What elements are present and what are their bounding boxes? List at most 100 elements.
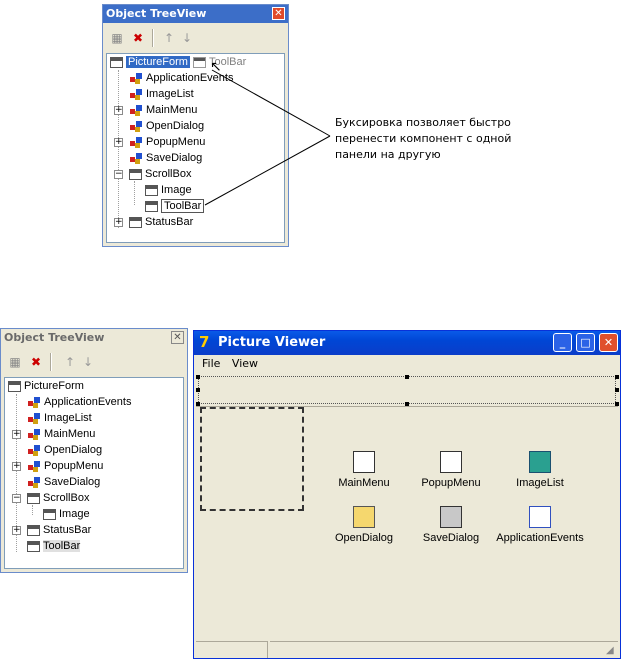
image-placeholder[interactable] bbox=[200, 407, 304, 511]
selection-handle[interactable] bbox=[615, 388, 619, 392]
image-list-icon bbox=[529, 451, 551, 473]
collapse-icon[interactable]: − bbox=[114, 169, 123, 179]
tree-node-popupmenu[interactable]: PopupMenu bbox=[27, 458, 103, 474]
component-icon bbox=[129, 120, 143, 133]
component-savedialog[interactable]: SaveDialog bbox=[416, 506, 486, 544]
tree-node-mainmenu[interactable]: MainMenu bbox=[27, 426, 95, 442]
toolbar-icon bbox=[193, 56, 206, 68]
selection-handle[interactable] bbox=[405, 402, 409, 406]
move-up-icon[interactable]: ↑ bbox=[64, 355, 76, 369]
selection-handle[interactable] bbox=[196, 375, 200, 379]
main-menu-icon bbox=[353, 451, 375, 473]
expand-icon[interactable]: + bbox=[12, 429, 21, 439]
tree-node-pictureform[interactable]: PictureForm bbox=[110, 54, 190, 70]
tree-node-toolbar-drop-target[interactable]: ToolBar bbox=[145, 198, 205, 214]
component-mainmenu[interactable]: MainMenu bbox=[329, 451, 399, 489]
tree-node-statusbar[interactable]: StatusBar bbox=[129, 214, 193, 230]
move-down-icon[interactable]: ↓ bbox=[181, 31, 193, 45]
window-title: Picture Viewer bbox=[194, 331, 620, 355]
component-popupmenu[interactable]: PopupMenu bbox=[416, 451, 486, 489]
tree-node-imagelist[interactable]: ImageList bbox=[27, 410, 92, 426]
component-tree[interactable]: PictureForm ApplicationEvents ImageList … bbox=[4, 377, 184, 569]
treeview-toolbar: ▦ ✖ ↑ ↓ bbox=[105, 26, 286, 50]
component-tree[interactable]: PictureForm ToolBar ↖ ApplicationEvents … bbox=[106, 53, 285, 243]
treeview-toolbar: ▦ ✖ ↑ ↓ bbox=[3, 350, 185, 374]
component-icon bbox=[129, 152, 143, 165]
status-bar-panel-2 bbox=[270, 641, 618, 658]
component-label: PopupMenu bbox=[421, 477, 481, 489]
component-label: OpenDialog bbox=[334, 532, 394, 544]
expand-icon[interactable]: + bbox=[114, 217, 123, 227]
component-opendialog[interactable]: OpenDialog bbox=[329, 506, 399, 544]
delete-component-icon[interactable]: ✖ bbox=[132, 31, 144, 45]
drag-cursor-icon: ↖ bbox=[210, 59, 222, 75]
tree-node-pictureform[interactable]: PictureForm bbox=[8, 378, 84, 394]
popup-menu-icon bbox=[440, 451, 462, 473]
tree-connector bbox=[32, 505, 33, 515]
tree-node-imagelist[interactable]: ImageList bbox=[129, 86, 194, 102]
tree-connector bbox=[16, 394, 17, 552]
tree-node-savedialog[interactable]: SaveDialog bbox=[129, 150, 202, 166]
image-icon bbox=[43, 508, 56, 520]
tree-node-applicationevents[interactable]: ApplicationEvents bbox=[129, 70, 233, 86]
object-treeview-panel-top: Object TreeView ✕ ▦ ✖ ↑ ↓ PictureForm To… bbox=[102, 4, 289, 247]
callout-text: Буксировка позволяет быстро перенести ко… bbox=[335, 116, 512, 161]
tree-node-popupmenu[interactable]: PopupMenu bbox=[129, 134, 205, 150]
close-icon[interactable]: ✕ bbox=[171, 331, 184, 344]
delete-component-icon[interactable]: ✖ bbox=[30, 355, 42, 369]
tree-node-statusbar[interactable]: StatusBar bbox=[27, 522, 91, 538]
tree-node-scrollbox[interactable]: ScrollBox bbox=[27, 490, 89, 506]
expand-icon[interactable]: + bbox=[12, 525, 21, 535]
new-component-icon[interactable]: ▦ bbox=[9, 355, 21, 369]
selection-handle[interactable] bbox=[196, 388, 200, 392]
selection-handle[interactable] bbox=[405, 375, 409, 379]
tree-node-mainmenu[interactable]: MainMenu bbox=[129, 102, 197, 118]
statusbar-icon bbox=[129, 216, 142, 228]
callout-lines bbox=[204, 69, 331, 206]
tree-node-applicationevents[interactable]: ApplicationEvents bbox=[27, 394, 131, 410]
tree-node-opendialog[interactable]: OpenDialog bbox=[129, 118, 204, 134]
expand-icon[interactable]: + bbox=[12, 461, 21, 471]
statusbar-icon bbox=[27, 524, 40, 536]
component-icon bbox=[27, 428, 41, 441]
toolbar-region[interactable] bbox=[198, 376, 616, 404]
collapse-icon[interactable]: − bbox=[12, 493, 21, 503]
tree-connector bbox=[118, 70, 119, 228]
move-down-icon[interactable]: ↓ bbox=[82, 355, 94, 369]
tree-node-toolbar-dragged[interactable]: ToolBar bbox=[193, 54, 246, 70]
tree-node-opendialog[interactable]: OpenDialog bbox=[27, 442, 102, 458]
close-window-icon[interactable]: ✕ bbox=[599, 333, 618, 352]
tree-node-image[interactable]: Image bbox=[43, 506, 90, 522]
move-up-icon[interactable]: ↑ bbox=[163, 31, 175, 45]
image-icon bbox=[145, 184, 158, 196]
tree-node-image[interactable]: Image bbox=[145, 182, 192, 198]
separator-line bbox=[196, 406, 618, 407]
component-imagelist[interactable]: ImageList bbox=[505, 451, 575, 489]
menu-file[interactable]: File bbox=[202, 357, 221, 370]
panel-title: Object TreeView bbox=[1, 329, 187, 347]
form-icon bbox=[110, 56, 123, 68]
application-events-icon bbox=[529, 506, 551, 528]
tree-node-savedialog[interactable]: SaveDialog bbox=[27, 474, 100, 490]
minimize-icon[interactable]: _ bbox=[553, 333, 572, 352]
new-component-icon[interactable]: ▦ bbox=[111, 31, 123, 45]
selection-handle[interactable] bbox=[196, 402, 200, 406]
status-bar-panel-1 bbox=[196, 641, 268, 658]
tree-node-scrollbox[interactable]: ScrollBox bbox=[129, 166, 191, 182]
component-applicationevents[interactable]: ApplicationEvents bbox=[494, 506, 586, 544]
resize-grip-icon[interactable]: ◢ bbox=[606, 645, 614, 656]
scrollbox-icon bbox=[27, 492, 40, 504]
close-icon[interactable]: ✕ bbox=[272, 7, 285, 20]
component-icon bbox=[129, 136, 143, 149]
component-label: ApplicationEvents bbox=[496, 532, 584, 544]
selection-handle[interactable] bbox=[615, 375, 619, 379]
tree-node-toolbar[interactable]: ToolBar bbox=[27, 538, 81, 554]
selection-handle[interactable] bbox=[615, 402, 619, 406]
menu-view[interactable]: View bbox=[231, 357, 259, 370]
component-icon bbox=[129, 88, 143, 101]
expand-icon[interactable]: + bbox=[114, 137, 123, 147]
maximize-icon[interactable]: □ bbox=[576, 333, 595, 352]
toolbar-separator bbox=[152, 29, 154, 47]
tree-connector bbox=[134, 181, 135, 205]
expand-icon[interactable]: + bbox=[114, 105, 123, 115]
